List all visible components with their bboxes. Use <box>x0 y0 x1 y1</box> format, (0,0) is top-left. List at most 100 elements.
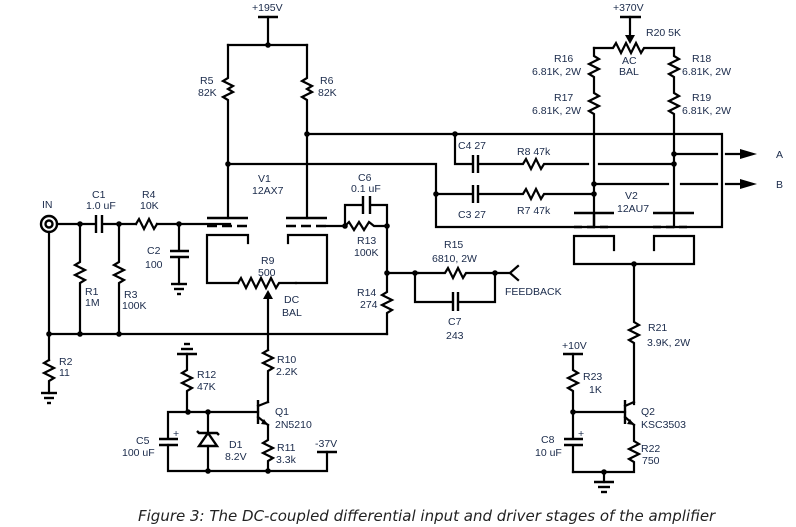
r5-value: 82K <box>198 87 217 99</box>
c6-value: 0.1 uF <box>351 183 381 195</box>
r1-ref: R1 <box>85 286 99 298</box>
c1-value: 1.0 uF <box>86 200 116 212</box>
r4-value: 10K <box>140 200 159 212</box>
r14-ref: R14 <box>357 287 376 299</box>
r19-ref: R19 <box>692 92 711 104</box>
resistor-r4 <box>134 216 159 232</box>
r18-ref: R18 <box>692 53 711 65</box>
r1-value: 1M <box>85 297 100 309</box>
v1-value: 12AX7 <box>252 185 284 197</box>
rail-neg37v: -37V <box>315 438 337 450</box>
r2-ref: R2 <box>59 356 73 368</box>
potentiometer-r9 <box>236 275 298 291</box>
capacitor-c7 <box>451 292 460 311</box>
r9-note-dc: DC <box>284 294 300 306</box>
c7-value: 243 <box>446 330 464 342</box>
capacitor-c1 <box>94 215 104 233</box>
r10-ref: R10 <box>277 354 296 366</box>
r11-ref: R11 <box>277 442 296 454</box>
ground-symbol <box>177 342 197 356</box>
output-b-label: B <box>776 179 783 191</box>
rail-370v: +370V <box>613 2 644 14</box>
r18-value: 6.81K, 2W <box>682 66 731 78</box>
capacitor-c4 <box>471 155 480 173</box>
r12-ref: R12 <box>197 369 216 381</box>
r23-ref: R23 <box>583 371 602 383</box>
c2-value: 100 <box>145 259 163 271</box>
r16-ref: R16 <box>554 53 573 65</box>
r2-value: 11 <box>59 367 70 379</box>
r12-value: 47K <box>197 381 216 393</box>
output-a-label: A <box>776 149 783 161</box>
r21-value: 3.9K, 2W <box>647 337 690 349</box>
ground-symbol <box>594 480 614 494</box>
capacitor-c2 <box>170 249 189 259</box>
r20-ref: R20 5K <box>646 27 681 39</box>
r20-note-bal: BAL <box>619 66 639 78</box>
transistor-q2 <box>623 400 636 427</box>
input-label: IN <box>42 199 53 211</box>
r16-value: 6.81K, 2W <box>532 66 581 78</box>
capacitor-c8 <box>564 437 583 447</box>
r14-value: 274 <box>360 299 378 311</box>
v2-ref: V2 <box>625 190 638 202</box>
c7-ref: C7 <box>448 316 462 328</box>
r6-value: 82K <box>318 87 337 99</box>
v1-ref: V1 <box>258 173 271 185</box>
q1-ref: Q1 <box>275 406 289 418</box>
c1-ref: C1 <box>92 189 106 201</box>
ground-symbol <box>171 282 187 296</box>
r11-value: 3.3k <box>276 454 297 466</box>
c5-value: 100 uF <box>122 447 155 459</box>
capacitor-c6 <box>361 196 372 214</box>
d1-ref: D1 <box>229 439 243 451</box>
c8-ref: C8 <box>541 434 555 446</box>
r3-ref: R3 <box>124 289 138 301</box>
c4-ref: C4 27 <box>458 140 486 152</box>
r9-ref: R9 <box>261 255 275 267</box>
r15-value: 6810, 2W <box>432 253 477 265</box>
tube-v1 <box>205 216 329 285</box>
r22-ref: R22 <box>641 443 660 455</box>
tube-v2 <box>572 211 696 266</box>
q2-value: KSC3503 <box>641 419 686 431</box>
r13-value: 100K <box>354 247 379 259</box>
r4-ref: R4 <box>142 189 156 201</box>
figure-caption: Figure 3: The DC-coupled differential in… <box>138 507 716 525</box>
c8-polarity: + <box>578 428 584 440</box>
r9-note-bal: BAL <box>282 307 302 319</box>
r20-note-ac: AC <box>622 55 637 67</box>
r15-ref: R15 <box>444 239 463 251</box>
r10-value: 2.2K <box>276 366 298 378</box>
r13-ref: R13 <box>357 235 376 247</box>
v2-value: 12AU7 <box>617 203 649 215</box>
q2-ref: Q2 <box>641 406 655 418</box>
r7-ref: R7 47k <box>517 205 551 217</box>
rail-10v: +10V <box>562 340 587 352</box>
c3-ref: C3 27 <box>458 209 486 221</box>
c2-ref: C2 <box>147 245 161 257</box>
transistor-q1 <box>256 400 270 427</box>
c8-value: 10 uF <box>535 447 562 459</box>
r23-value: 1K <box>589 384 602 396</box>
input-jack[interactable] <box>39 214 59 234</box>
zener-diode-d1 <box>196 430 220 448</box>
r17-value: 6.81K, 2W <box>532 105 581 117</box>
r19-value: 6.81K, 2W <box>682 105 731 117</box>
r9-value: 500 <box>258 267 276 279</box>
ground-symbol <box>41 391 57 405</box>
capacitor-c5 <box>159 437 178 447</box>
capacitor-c3 <box>471 185 480 203</box>
d1-value: 8.2V <box>225 451 247 463</box>
r5-ref: R5 <box>200 75 214 87</box>
feedback-label: FEEDBACK <box>505 286 562 298</box>
q1-value: 2N5210 <box>275 419 312 431</box>
r21-ref: R21 <box>648 322 667 334</box>
c5-ref: C5 <box>136 435 150 447</box>
r6-ref: R6 <box>320 75 334 87</box>
r22-value: 750 <box>642 455 660 467</box>
r17-ref: R17 <box>554 92 573 104</box>
c5-polarity: + <box>173 428 179 440</box>
rail-195v: +195V <box>252 2 283 14</box>
